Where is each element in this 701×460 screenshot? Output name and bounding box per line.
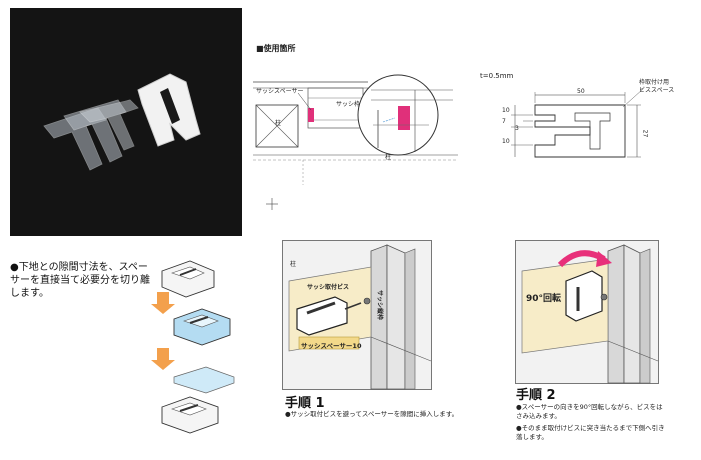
step2-illustration xyxy=(515,240,659,384)
step2-rotation-label: 90°回転 xyxy=(526,294,562,304)
step1-desc-marker: ● xyxy=(285,410,291,418)
usage-heading: ■使用箇所 xyxy=(256,44,296,53)
step1-product-label: サッシスペーサー10 xyxy=(301,342,362,350)
dim-width: 50 xyxy=(577,88,585,95)
usage-diagram xyxy=(253,74,458,210)
step1-illustration xyxy=(282,240,432,390)
bullet-text: 下地との隙間寸法を、スペーサーを直接当て必要分を切り離します。 xyxy=(10,262,150,299)
dim-side-3: 3 xyxy=(515,125,519,132)
product-photo xyxy=(10,8,242,236)
step1-title: 手順 1 xyxy=(285,396,325,411)
dim-height: 27 xyxy=(641,129,649,138)
step1-screw-label: サッシ取付ビス xyxy=(307,284,350,291)
usage-column-detail-label: 柱 xyxy=(385,154,392,161)
step1-sash-frame-label: サッシ縦枠 xyxy=(376,290,383,321)
bullet-description: ●下地との隙間寸法を、スペーサーを直接当て必要分を切り離します。 xyxy=(10,261,150,300)
step2-desc1-marker: ● xyxy=(516,403,522,411)
usage-spacer-label: サッシスペーサー xyxy=(256,88,304,95)
usage-sash-frame-label: サッシ枠 xyxy=(336,101,361,108)
step2-title: 手順 2 xyxy=(516,388,556,403)
cutting-sequence-illustration xyxy=(151,260,235,434)
dim-side-10a: 10 xyxy=(502,107,510,114)
thickness-label: t=0.5mm xyxy=(480,72,514,80)
usage-column-label: 柱 xyxy=(275,120,282,127)
dim-side-10b: 10 xyxy=(502,138,510,145)
step2-description-2: ●そのまま取付けビスに突き当たるまで下側へ引き落します。 xyxy=(516,424,666,442)
step2-desc2-marker: ● xyxy=(516,424,522,432)
step2-desc2-text: そのまま取付けビスに突き当たるまで下側へ引き落します。 xyxy=(516,424,665,441)
step2-desc1-text: スペーサーの向きを90°回転しながら、ビスをはさみ込みます。 xyxy=(516,403,663,420)
spacer-pieces-illustration xyxy=(43,73,201,171)
step2-drawing xyxy=(516,241,659,384)
step1-drawing xyxy=(283,241,432,390)
step1-column-label: 柱 xyxy=(290,261,297,268)
bullet-marker: ● xyxy=(10,262,19,273)
step1-desc-text: サッシ取付ビスを避ってスペーサーを隙間に挿入します。 xyxy=(290,410,459,418)
dim-side-7: 7 xyxy=(502,118,506,125)
step1-description: ●サッシ取付ビスを避ってスペーサーを隙間に挿入します。 xyxy=(285,410,465,419)
dimension-drawing xyxy=(511,88,644,158)
screw-space-label: 枠取付け用 ビススペース xyxy=(639,79,675,94)
step2-description-1: ●スペーサーの向きを90°回転しながら、ビスをはさみ込みます。 xyxy=(516,403,666,421)
